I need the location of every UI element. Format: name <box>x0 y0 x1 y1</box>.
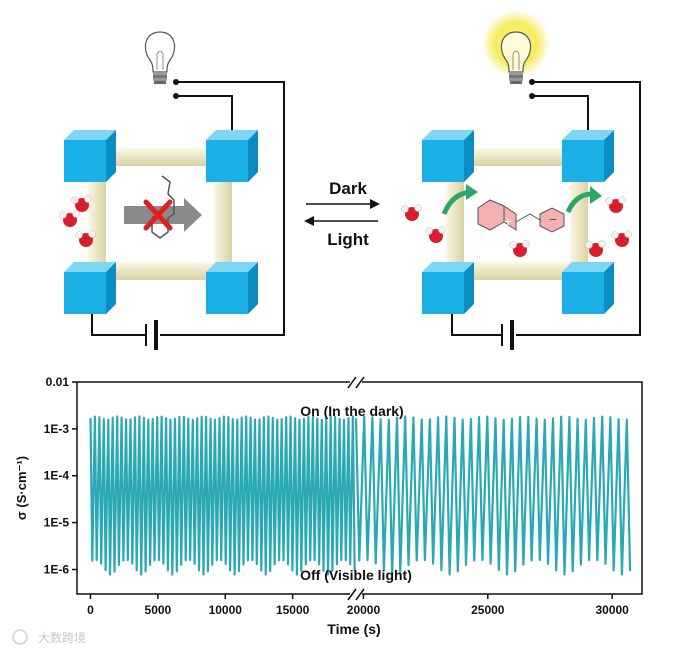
forward-label: Dark <box>329 179 367 198</box>
series-line-segment-1 <box>89 415 356 576</box>
left-bulb-icon <box>144 31 176 85</box>
y-axis-label: σ (S·cm⁻¹) <box>14 456 29 520</box>
right-battery-icon <box>501 320 514 350</box>
y-tick-label: 1E-5 <box>44 516 70 530</box>
axis-break-top <box>347 376 365 389</box>
reverse-label: Light <box>327 230 369 249</box>
axis-ticks: 0.01 1E-3 1E-4 1E-5 1E-6 0 5000 10000 15000 20000… <box>44 375 630 617</box>
switch-arrows: Dark Light <box>304 179 380 249</box>
x-tick-label: 10000 <box>209 603 243 617</box>
y-tick-label: 1E-3 <box>44 422 70 436</box>
annotation-on: On (In the dark) <box>300 403 403 419</box>
y-tick-label: 0.01 <box>46 375 70 389</box>
left-framework <box>59 31 285 350</box>
right-framework: + − <box>401 10 641 350</box>
watermark-text: 大数跨境 <box>38 630 86 645</box>
right-green-arrow-icon <box>565 191 593 214</box>
blocked-arrow-icon <box>124 206 184 224</box>
x-tick-label: 5000 <box>145 603 172 617</box>
y-tick-label: 1E-6 <box>44 562 70 576</box>
dye-molecule-icon <box>151 175 175 239</box>
series-line-segment-2 <box>354 415 632 576</box>
x-axis-label: Time (s) <box>327 621 380 637</box>
annotation-off: Off (Visible light) <box>300 567 412 583</box>
conductivity-chart: 0.01 1E-3 1E-4 1E-5 1E-6 0 5000 10000 15000 20000… <box>14 375 643 637</box>
x-tick-label: 0 <box>87 603 94 617</box>
x-tick-label: 25000 <box>471 603 505 617</box>
watermark-logo <box>12 629 28 645</box>
svg-text:−: − <box>549 211 557 227</box>
y-tick-label: 1E-4 <box>44 469 70 483</box>
x-tick-label: 30000 <box>595 603 629 617</box>
left-battery-icon <box>145 320 158 350</box>
axis-break-bottom <box>347 588 365 601</box>
merocyanine-molecule-icon: + − <box>477 199 565 233</box>
blocked-cross-icon <box>143 199 173 231</box>
x-tick-label: 20000 <box>347 603 381 617</box>
x-tick-label: 15000 <box>276 603 310 617</box>
svg-text:+: + <box>504 213 512 229</box>
